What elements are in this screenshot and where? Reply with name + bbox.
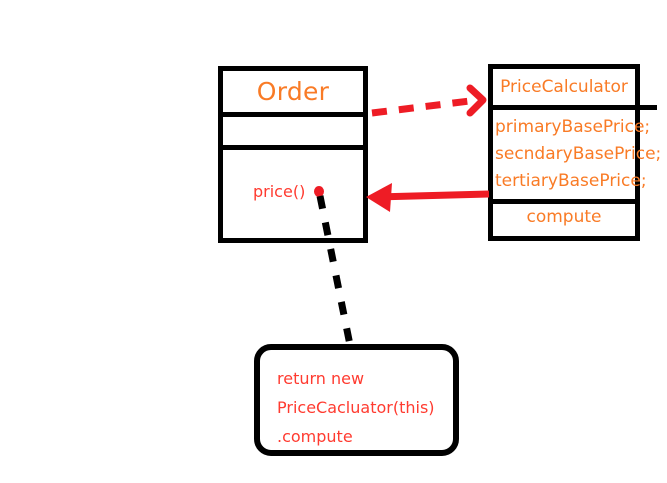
note-box[interactable]: return new PriceCacluator(this) .compute <box>254 344 459 456</box>
attribute-secondary-base-price: secndaryBasePrice; <box>495 143 662 164</box>
class-operations-compartment-order: price() <box>223 145 363 238</box>
class-divider-order-1 <box>223 112 363 117</box>
association-arrowhead-icon <box>366 183 392 212</box>
class-name-compartment-order: Order <box>223 71 363 112</box>
attribute-tertiary-base-price: tertiaryBasePrice; <box>495 170 647 191</box>
class-title-price-calculator: PriceCalculator <box>500 76 628 97</box>
relation-dependency-order-to-price-calculator <box>371 84 487 117</box>
class-name-compartment-price-calculator: PriceCalculator <box>493 69 635 105</box>
dependency-arrowhead-icon <box>466 84 487 117</box>
dependency-line <box>371 97 471 117</box>
note-line-2: PriceCacluator(this) <box>277 398 435 417</box>
operation-label-compute: compute <box>526 207 602 227</box>
attribute-primary-base-price: primaryBasePrice; <box>495 116 651 137</box>
note-anchor-dot-icon <box>314 186 325 198</box>
note-line-3: .compute <box>277 427 353 446</box>
operation-label-price: price() <box>253 182 306 201</box>
class-box-price-calculator[interactable]: PriceCalculator primaryBasePrice; secnda… <box>488 64 662 241</box>
class-divider-order-2 <box>223 145 363 150</box>
class-title-order: Order <box>256 77 330 106</box>
note-line-1: return new <box>277 369 365 388</box>
class-attributes-compartment-price-calculator: primaryBasePrice; secndaryBasePrice; ter… <box>493 105 662 199</box>
class-attributes-compartment-order <box>223 112 363 145</box>
association-line <box>377 190 490 201</box>
class-box-order[interactable]: Order price() <box>218 66 368 243</box>
class-operations-compartment-price-calculator: compute <box>493 199 635 236</box>
class-divider-price-calculator-2 <box>491 199 637 204</box>
relation-association-price-calculator-to-order <box>366 183 490 212</box>
class-divider-price-calculator-1 <box>493 105 657 110</box>
operation-row-price[interactable]: price() <box>253 181 325 203</box>
